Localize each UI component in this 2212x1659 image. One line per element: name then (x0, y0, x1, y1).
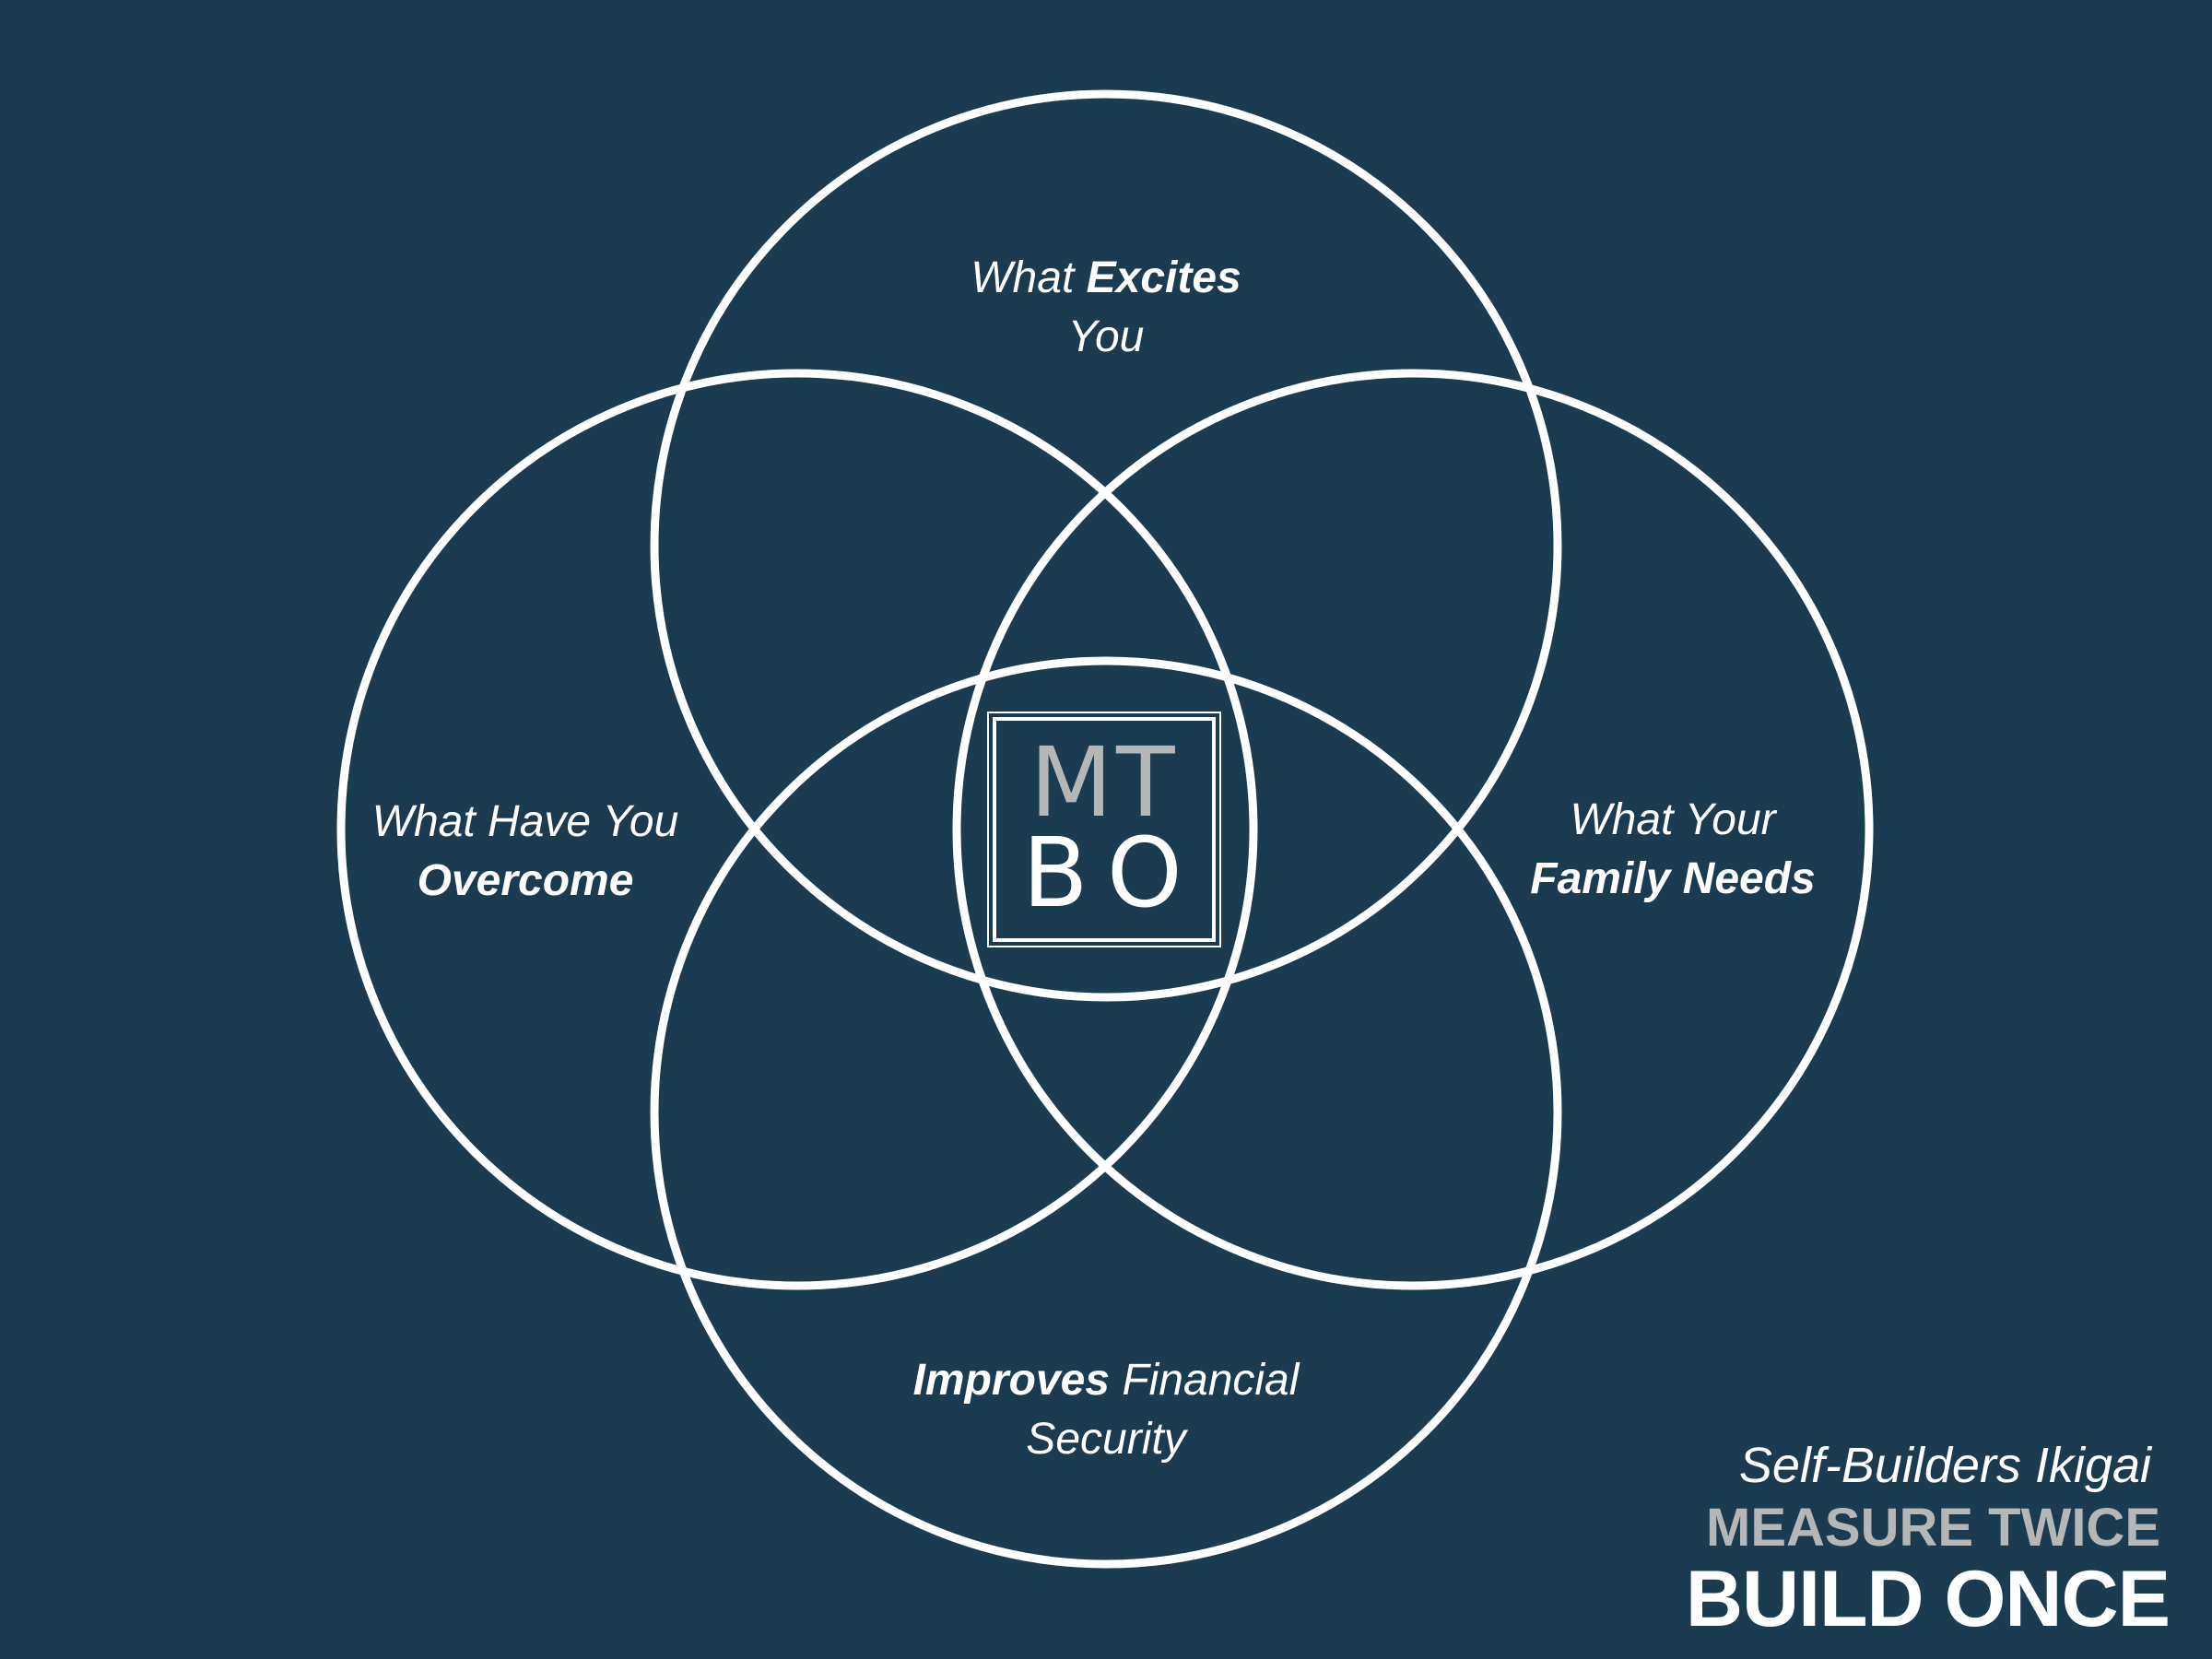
logo-line-mt: MT (1030, 726, 1179, 839)
label-what-excites-you: What Excites You (922, 249, 1290, 367)
mtbo-logo: MT BO (987, 712, 1221, 947)
label-right-line2: Family Needs (1530, 854, 1816, 903)
label-bottom-part1: Improves (912, 1356, 1110, 1405)
circle-right (952, 369, 1874, 1290)
label-left-line1: What Have You (371, 797, 679, 846)
circle-bottom (650, 656, 1562, 1569)
branding-block: Self-Builders Ikigai MEASURE TWICE BUILD… (1617, 1433, 2171, 1643)
label-right-line1: What Your (1570, 795, 1776, 844)
label-bottom-part3: Security (1026, 1415, 1186, 1464)
label-improves-financial-security: Improves Financial Security (830, 1351, 1382, 1469)
circle-left (336, 369, 1258, 1290)
brand-build-once: BUILD ONCE (1685, 1555, 2171, 1643)
label-left-line2: Overcome (417, 856, 634, 905)
circle-top (650, 89, 1562, 1002)
brand-measure-twice: MEASURE TWICE (1706, 1498, 2160, 1558)
logo-line-bo: BO (1022, 817, 1203, 929)
brand-subtitle: Self-Builders Ikigai (1738, 1438, 2151, 1493)
label-what-your-family-needs: What Your Family Needs (1488, 791, 1857, 909)
label-what-have-you-overcome: What Have You Overcome (341, 793, 710, 911)
label-top-part3: You (1067, 312, 1145, 361)
label-bottom-part2: Financial (1109, 1356, 1300, 1405)
label-top-part1: What (971, 253, 1087, 302)
label-top-part2: Excites (1086, 253, 1241, 302)
